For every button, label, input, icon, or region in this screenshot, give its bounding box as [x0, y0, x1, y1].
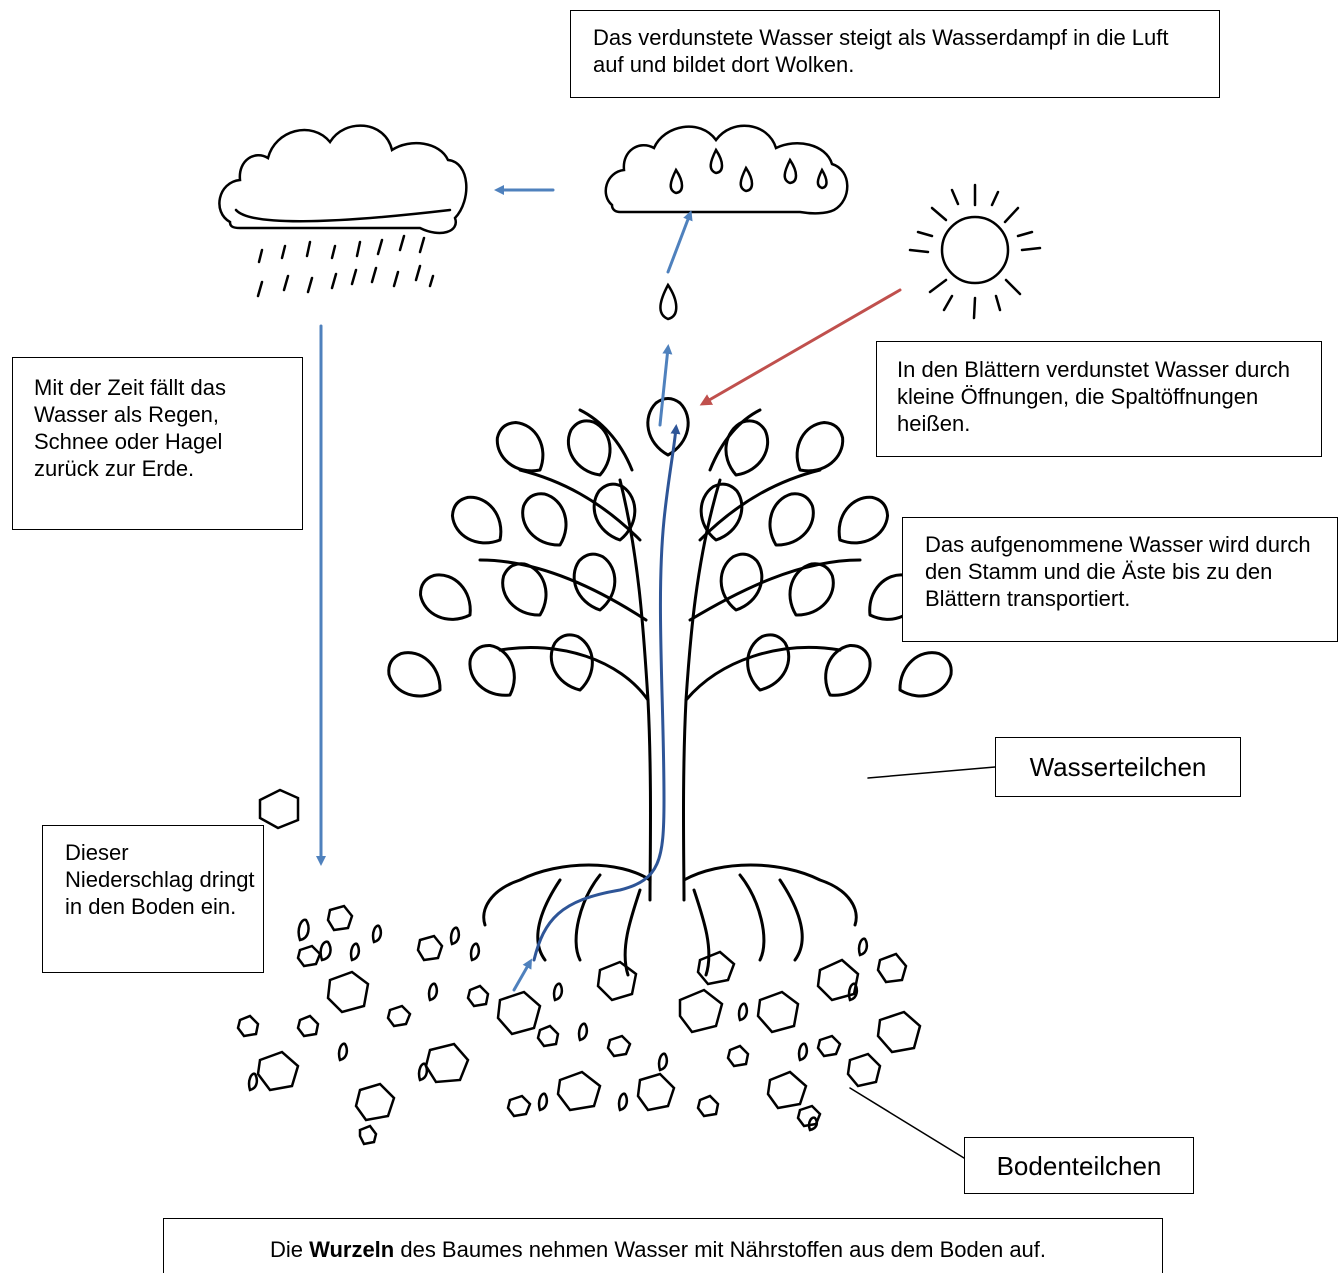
label-water-particles: Wasserteilchen	[995, 737, 1241, 797]
label-infiltration-text: Dieser Niederschlag dringt in den Boden …	[65, 840, 255, 919]
rain-cloud	[218, 124, 468, 298]
arrow-xylem-path	[532, 424, 681, 962]
tree-illustration	[379, 397, 961, 977]
label-precipitation-text: Mit der Zeit fällt das Wasser als Regen,…	[34, 375, 226, 481]
vapor-cloud	[604, 124, 849, 321]
arrow-droplet-to-cloud	[666, 210, 693, 274]
arrow-sun-to-leaf	[699, 288, 902, 406]
label-roots-bold: Wurzeln	[309, 1237, 395, 1262]
sun-icon	[908, 183, 1042, 320]
pointer-soil-particles	[849, 1087, 965, 1159]
label-soil-particles: Bodenteilchen	[964, 1137, 1194, 1194]
label-transpiration-text: In den Blättern verdunstet Wasser durch …	[897, 357, 1290, 436]
label-evaporation-text: Das verdunstete Wasser steigt als Wasser…	[593, 25, 1169, 77]
water-particles	[247, 918, 869, 1132]
label-infiltration: Dieser Niederschlag dringt in den Boden …	[42, 825, 264, 973]
arrow-leaf-to-droplet	[658, 344, 673, 427]
pointer-water-particles	[867, 766, 996, 779]
label-transport: Das aufgenommene Wasser wird durch den S…	[902, 517, 1338, 642]
soil-particles	[236, 788, 922, 1146]
flow-arrows	[316, 185, 996, 1159]
label-precipitation: Mit der Zeit fällt das Wasser als Regen,…	[12, 357, 303, 530]
label-transpiration: In den Blättern verdunstet Wasser durch …	[876, 341, 1322, 457]
label-evaporation: Das verdunstete Wasser steigt als Wasser…	[570, 10, 1220, 98]
label-transport-text: Das aufgenommene Wasser wird durch den S…	[925, 532, 1311, 611]
label-roots: Die Wurzeln des Baumes nehmen Wasser mit…	[163, 1218, 1163, 1273]
arrow-soil-to-root	[512, 958, 532, 992]
label-roots-suffix: des Baumes nehmen Wasser mit Nährstoffen…	[394, 1237, 1047, 1262]
label-roots-prefix: Die	[269, 1237, 310, 1262]
tree-leaves	[379, 397, 961, 709]
